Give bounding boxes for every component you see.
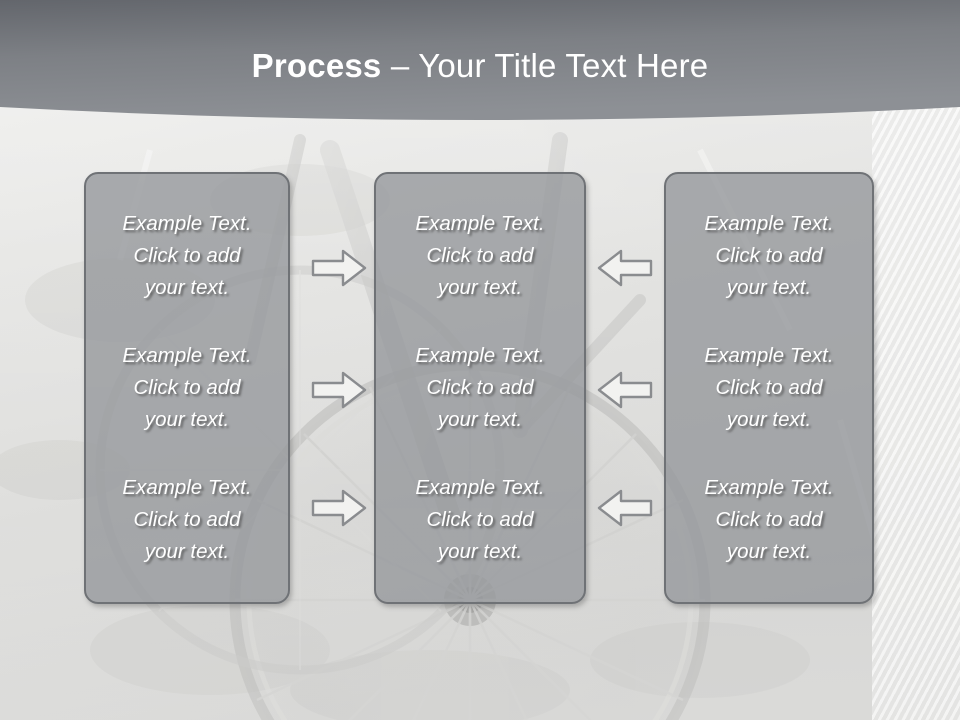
right-item-3[interactable]: Example Text. Click to add your text. <box>704 476 834 563</box>
page-title: Process – Your Title Text Here <box>0 46 960 86</box>
middle-item-3[interactable]: Example Text. Click to add your text. <box>415 476 545 563</box>
background-right-wall <box>872 0 960 720</box>
middle-item-1[interactable]: Example Text. Click to add your text. <box>415 212 545 299</box>
right-item-1[interactable]: Example Text. Click to add your text. <box>704 212 834 299</box>
left-item-1[interactable]: Example Text. Click to add your text. <box>122 212 252 299</box>
page-title-separator: – <box>381 47 419 84</box>
arrow-left-icon-3[interactable] <box>596 488 654 528</box>
arrow-right-icon-2[interactable] <box>310 370 368 410</box>
middle-column-box[interactable]: Example Text. Click to add your text. Ex… <box>374 172 586 604</box>
left-column-box[interactable]: Example Text. Click to add your text. Ex… <box>84 172 290 604</box>
header-band <box>0 0 960 120</box>
right-column-box[interactable]: Example Text. Click to add your text. Ex… <box>664 172 874 604</box>
arrow-right-icon-1[interactable] <box>310 248 368 288</box>
arrow-left-icon-2[interactable] <box>596 370 654 410</box>
right-item-2[interactable]: Example Text. Click to add your text. <box>704 344 834 431</box>
left-item-3[interactable]: Example Text. Click to add your text. <box>122 476 252 563</box>
arrow-right-icon-3[interactable] <box>310 488 368 528</box>
arrow-left-icon-1[interactable] <box>596 248 654 288</box>
page-title-bold: Process <box>251 47 382 84</box>
page-title-rest: Your Title Text Here <box>418 47 709 84</box>
middle-item-2[interactable]: Example Text. Click to add your text. <box>415 344 545 431</box>
left-item-2[interactable]: Example Text. Click to add your text. <box>122 344 252 431</box>
